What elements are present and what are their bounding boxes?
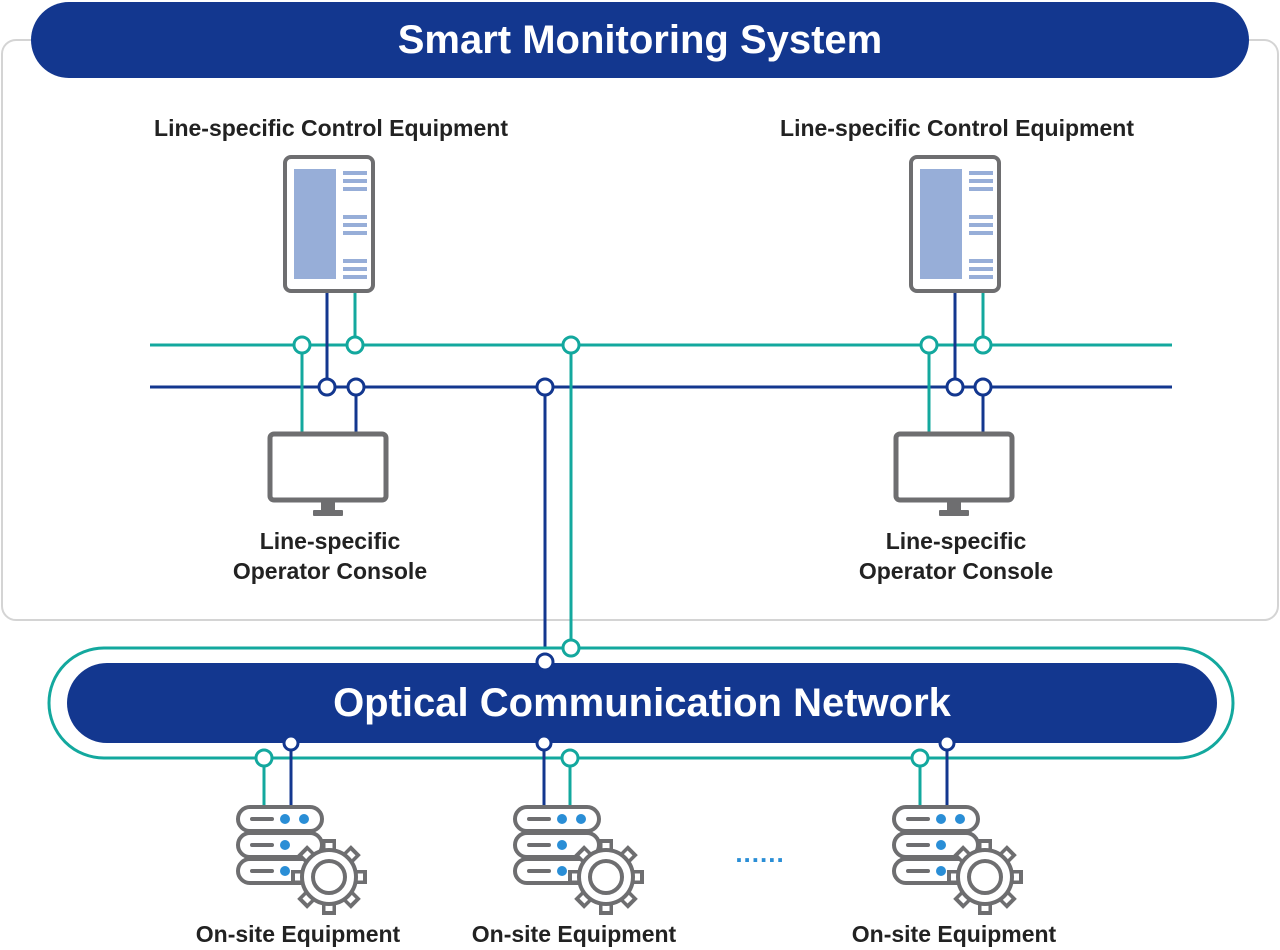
smart-monitoring-title-bar [31,2,1249,78]
operator-console-label-line1: Line-specific [885,528,1027,554]
monitor-icon [893,431,1015,516]
network-title: Optical Communication Network [333,681,951,725]
operator-console-label-line1: Line-specific [259,528,401,554]
server-gear-icon [236,805,367,915]
operator-console-label-line2: Operator Console [232,558,428,584]
server-gear-icon [513,805,644,915]
monitor-icon [267,431,389,516]
operator-console-label-right: Line-specific Operator Console [806,526,1106,586]
control-equipment-icon [283,155,375,293]
junction-nodes [254,335,993,768]
smart-monitoring-title: Smart Monitoring System [397,18,883,62]
operator-console-label-left: Line-specific Operator Console [180,526,480,586]
operator-console-label-line2: Operator Console [858,558,1054,584]
server-gear-icon [892,805,1023,915]
control-equipment-label-left: Line-specific Control Equipment [154,115,508,141]
onsite-equipment-label: On-site Equipment [851,921,1057,947]
more-equipment-ellipsis: ...... [735,838,785,868]
network-title-bar [67,663,1217,743]
onsite-equipment-label: On-site Equipment [195,921,401,947]
onsite-equipment-label: On-site Equipment [471,921,677,947]
control-equipment-icon [909,155,1001,293]
control-equipment-label-right: Line-specific Control Equipment [780,115,1134,141]
